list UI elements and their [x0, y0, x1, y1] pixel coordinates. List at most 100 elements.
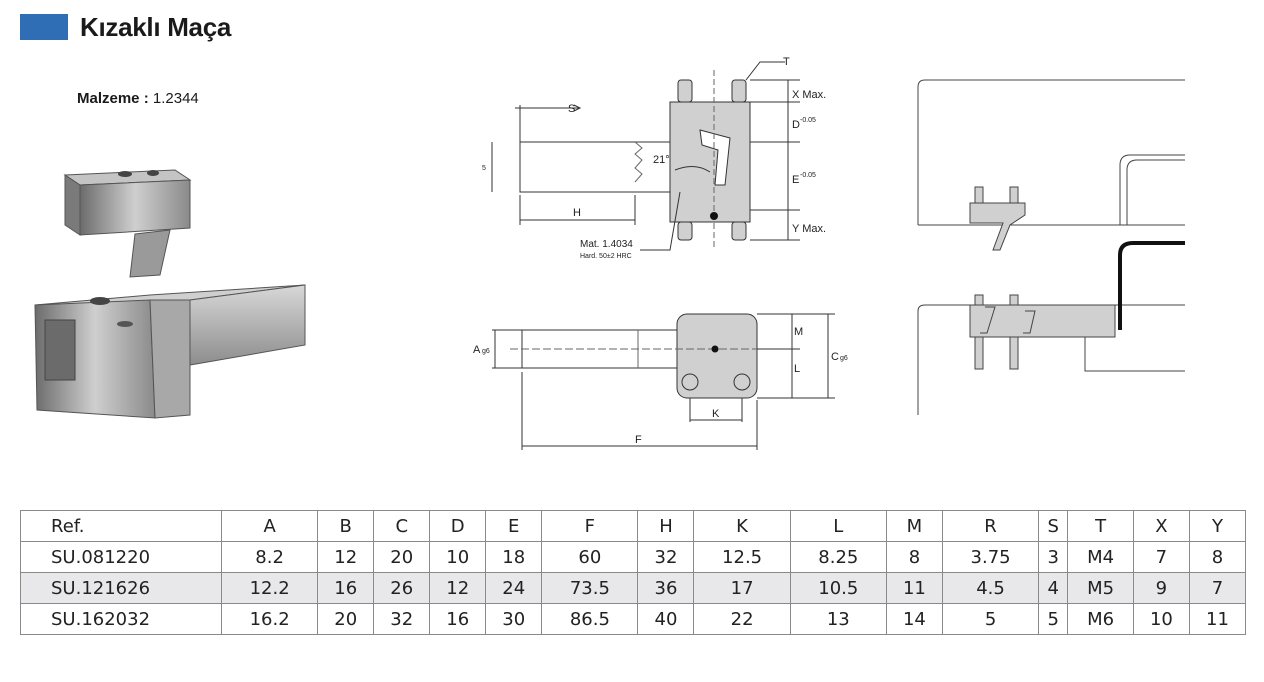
cell: 60	[541, 541, 639, 573]
product-photo	[34, 169, 306, 419]
cell: 10	[429, 541, 487, 573]
cell: 26	[373, 572, 431, 604]
cell: 24	[485, 572, 543, 604]
cell: 4.5	[941, 572, 1040, 604]
cell: 7	[1132, 541, 1190, 573]
cell: 8.2	[220, 541, 319, 573]
label-d-tol: -0.05	[800, 117, 816, 124]
table-row: SU.121626 12.2 16 26 12 24 73.5 36 17 10…	[20, 572, 1247, 604]
title-accent-bar	[20, 14, 68, 40]
label-hard: Hard. 50±2 HRC	[580, 253, 632, 260]
label-d: D	[792, 119, 800, 131]
cell: 73.5	[541, 572, 639, 604]
material-value: 1.2344	[152, 90, 199, 107]
label-f: F	[635, 434, 642, 446]
label-angle: 21°	[653, 154, 670, 166]
cell: 16.2	[220, 603, 319, 635]
header-t: T	[1067, 510, 1134, 542]
cell: 3	[1038, 541, 1069, 573]
top-view-drawing: A g6 C g6 M L K F	[473, 313, 848, 450]
label-x: X Max.	[792, 89, 826, 101]
cell: 3.75	[941, 541, 1040, 573]
table-row: SU.081220 8.2 12 20 10 18 60 32 12.5 8.2…	[20, 541, 1247, 573]
label-k: K	[712, 408, 720, 420]
cell: 10	[1132, 603, 1190, 635]
cell: M6	[1067, 603, 1134, 635]
cell: 14	[885, 603, 943, 635]
cell: 36	[637, 572, 695, 604]
label-a-fit: g6	[482, 348, 490, 355]
table-row: SU.162032 16.2 20 32 16 30 86.5 40 22 13…	[20, 603, 1247, 635]
cell: 16	[429, 603, 487, 635]
header-a: A	[220, 510, 319, 542]
cell: 18	[485, 541, 543, 573]
head-outline	[669, 101, 751, 223]
label-s: S	[568, 103, 575, 115]
cell: 20	[317, 603, 375, 635]
table-header-row: Ref. A B C D E F H K L M R S T X Y	[20, 510, 1247, 542]
header-b: B	[317, 510, 375, 542]
header-k: K	[693, 510, 791, 542]
cell: 5	[941, 603, 1040, 635]
header-y: Y	[1188, 510, 1247, 542]
page-title: Kızaklı Maça	[80, 12, 232, 42]
header-m: M	[885, 510, 943, 542]
cell: 12	[317, 541, 375, 573]
cell: 11	[1188, 603, 1247, 635]
cell: 9	[1132, 572, 1190, 604]
label-m: M	[794, 326, 803, 338]
header-r: R	[941, 510, 1040, 542]
header-e: E	[485, 510, 543, 542]
cell: 7	[1188, 572, 1247, 604]
dimensions-table: Ref. A B C D E F H K L M R S T X Y SU.08…	[20, 510, 1247, 635]
label-five: 5	[482, 165, 486, 172]
cell: 10.5	[789, 572, 887, 604]
cell: 32	[637, 541, 695, 573]
label-c-fit: g6	[840, 355, 848, 362]
header-l: L	[789, 510, 887, 542]
shank-outline	[519, 141, 671, 193]
label-mat: Mat. 1.4034	[580, 239, 633, 250]
cell: 12.2	[220, 572, 319, 604]
assembly-drawing	[917, 79, 1185, 415]
label-t: T	[783, 56, 790, 68]
cell: 5	[1038, 603, 1069, 635]
cell: 11	[885, 572, 943, 604]
header-x: X	[1132, 510, 1190, 542]
cell: 13	[789, 603, 887, 635]
cell: 8	[885, 541, 943, 573]
header-f: F	[541, 510, 639, 542]
material-line: Malzeme : 1.2344	[77, 90, 199, 107]
cell: 20	[373, 541, 431, 573]
label-l: L	[794, 363, 800, 375]
cell: M4	[1067, 541, 1134, 573]
label-e: E	[792, 174, 799, 186]
cell: 86.5	[541, 603, 639, 635]
label-e-tol: -0.05	[800, 172, 816, 179]
header-h: H	[637, 510, 695, 542]
cell: 30	[485, 603, 543, 635]
cell: 8.25	[789, 541, 887, 573]
header-d: D	[429, 510, 487, 542]
cell: M5	[1067, 572, 1134, 604]
cell: 40	[637, 603, 695, 635]
header-c: C	[373, 510, 431, 542]
head-top-outline	[676, 313, 758, 399]
label-y: Y Max.	[792, 223, 826, 235]
cell: 8	[1188, 541, 1247, 573]
material-label: Malzeme :	[77, 90, 149, 107]
side-view-drawing: S T X Max. D -0.05 E -0.05 Y Max. H 5 21…	[482, 56, 826, 260]
cell: 12.5	[693, 541, 791, 573]
cell: 22	[693, 603, 791, 635]
cell-ref: SU.081220	[20, 541, 222, 573]
cell: 32	[373, 603, 431, 635]
cell: 12	[429, 572, 487, 604]
header-s: S	[1038, 510, 1069, 542]
label-c: C	[831, 351, 839, 363]
cell: 4	[1038, 572, 1069, 604]
cell: 17	[693, 572, 791, 604]
cell: 16	[317, 572, 375, 604]
cell-ref: SU.121626	[20, 572, 222, 604]
header-ref: Ref.	[20, 510, 222, 542]
label-h: H	[573, 207, 581, 219]
